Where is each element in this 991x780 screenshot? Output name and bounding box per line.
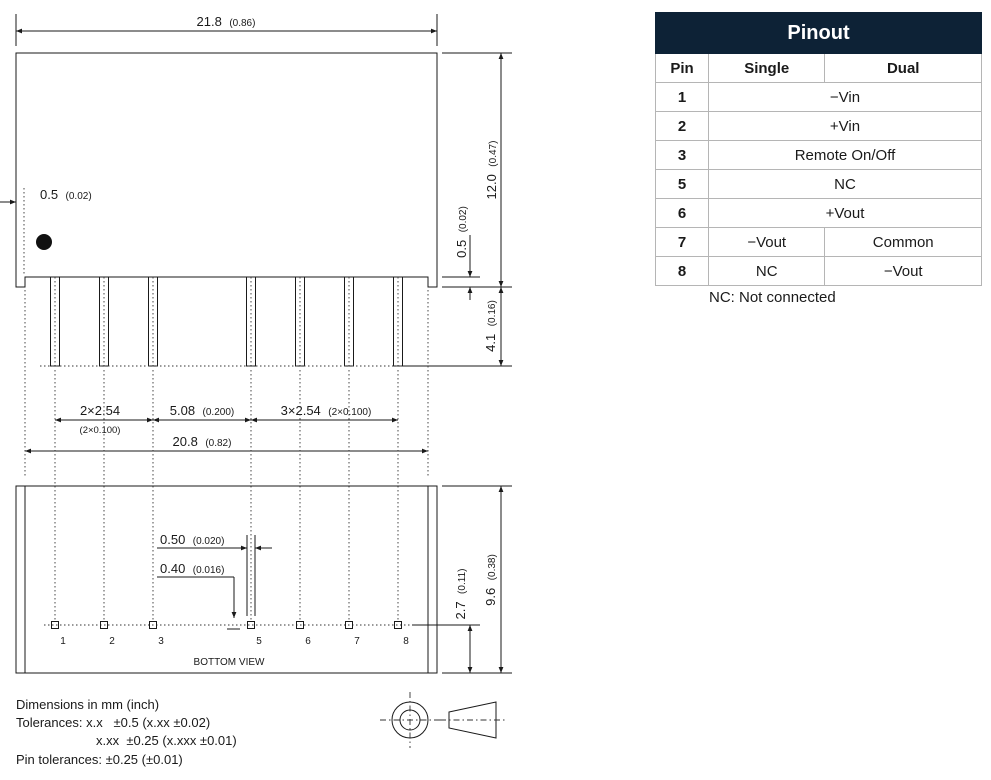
dim-pitch-left: 2×2.54: [80, 403, 120, 418]
pinout-table: Pinout Pin Single Dual 1 −Vin 2 +Vin 3 R…: [655, 12, 982, 306]
note-tolerances-2: x.xx ±0.25 (x.xxx ±0.01): [96, 733, 237, 748]
pin-pad-2: [100, 621, 108, 629]
pin-pad-1: [51, 621, 59, 629]
note-pin-tolerances: Pin tolerances: ±0.25 (±0.01): [16, 752, 183, 767]
pin-number-label: 2: [109, 636, 115, 647]
dim-pin-span: 20.8 (0.82): [173, 433, 232, 450]
side-view: [15, 52, 438, 367]
table-row: 2 +Vin: [655, 111, 982, 141]
pin-pad-6: [296, 621, 304, 629]
header-pin: Pin: [655, 53, 709, 83]
pin-number-label: 7: [354, 636, 360, 647]
table-row: 1 −Vin: [655, 82, 982, 112]
third-angle-projection-symbol: [380, 692, 506, 748]
table-row: 3 Remote On/Off: [655, 140, 982, 170]
pin-function-single: −Vout: [707, 227, 826, 257]
pinout-note: NC: Not connected: [709, 289, 836, 306]
header-dual: Dual: [824, 53, 982, 83]
dim-height-top: 12.0 (0.47): [483, 141, 500, 200]
dim-pin-width-b: 0.40 (0.016): [160, 560, 224, 577]
pin-number: 1: [655, 82, 709, 112]
bottom-view-label: BOTTOM VIEW: [194, 657, 265, 668]
dim-pitch-mid: 5.08 (0.200): [170, 402, 234, 419]
pin-number-label: 5: [256, 636, 262, 647]
pin-number: 6: [655, 198, 709, 228]
pin-pad-7: [345, 621, 353, 629]
pin-number: 2: [655, 111, 709, 141]
pin-function: −Vin: [708, 82, 982, 112]
dim-pitch-left-inch: (2×0.100): [80, 425, 121, 436]
note-tolerances: Tolerances: x.x ±0.5 (x.xx ±0.02): [16, 715, 210, 730]
pin-function: +Vin: [708, 111, 982, 141]
pin-number-label: 8: [403, 636, 409, 647]
pin-number: 3: [655, 140, 709, 170]
pin-function-single: NC: [707, 256, 826, 286]
pin1-marker-dot: [36, 234, 52, 250]
dim-depth: 9.6 (0.38): [482, 554, 499, 606]
dim-pin-length: 4.1 (0.16): [482, 300, 499, 352]
pin-function: NC: [708, 169, 982, 199]
dim-standoff-right: 0.5 (0.02): [453, 206, 470, 258]
pin-number-label: 1: [60, 636, 66, 647]
pin-number: 8: [655, 256, 709, 286]
pin-pad-8: [394, 621, 402, 629]
pin-function-dual: −Vout: [824, 256, 982, 286]
pin-pad-5: [247, 621, 255, 629]
dim-pitch-right: 3×2.54 (2×0.100): [281, 402, 372, 419]
pin-function: Remote On/Off: [708, 140, 982, 170]
header-single: Single: [707, 53, 826, 83]
pin-pad-3: [149, 621, 157, 629]
pin-number-label: 6: [305, 636, 311, 647]
pin-number-label: 3: [158, 636, 164, 647]
dim-pin-row-offset: 2.7 (0.11): [452, 569, 469, 620]
table-row: 6 +Vout: [655, 198, 982, 228]
bottom-view: 1 2 3 5 6 7 8 BOTTOM VIEW: [15, 485, 438, 674]
dim-pin-width-a: 0.50 (0.020): [160, 531, 224, 548]
dim-width-top: 21.8 (0.86): [197, 13, 256, 30]
table-row: 8 NC −Vout: [655, 256, 982, 286]
note-dimensions: Dimensions in mm (inch): [16, 697, 159, 712]
pin-number: 5: [655, 169, 709, 199]
pin-function-dual: Common: [824, 227, 982, 257]
table-row: 5 NC: [655, 169, 982, 199]
mechanical-drawing: 21.8 (0.86) 0.5 (0.02) 12.0 (0.47) 0.5 (…: [0, 13, 512, 767]
pin-number: 7: [655, 227, 709, 257]
table-row: 7 −Vout Common: [655, 227, 982, 257]
pin-function: +Vout: [708, 198, 982, 228]
pinout-title: Pinout: [655, 12, 982, 54]
dim-standoff-left: 0.5 (0.02): [40, 186, 92, 203]
